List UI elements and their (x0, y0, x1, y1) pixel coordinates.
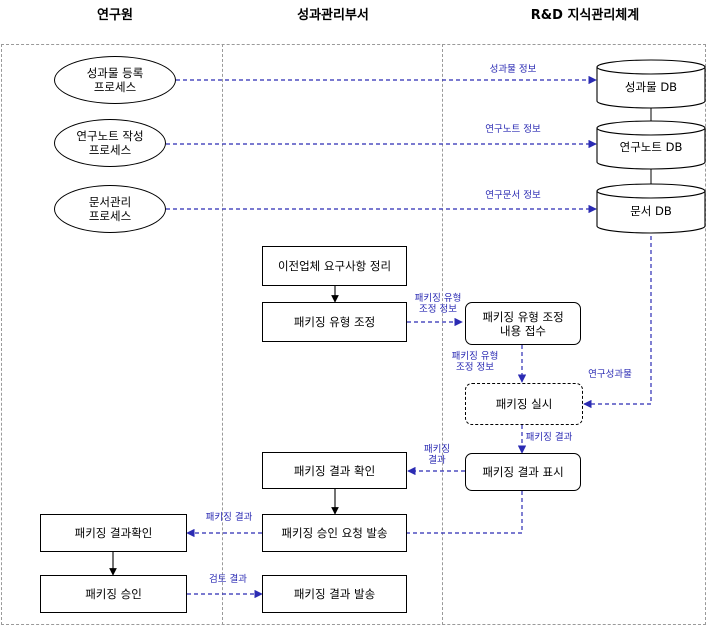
lane-header-performance-dept: 성과관리부서 (297, 8, 369, 23)
lane-header-researcher: 연구원 (97, 8, 133, 23)
edge-label-research-results: 연구성과물 (588, 369, 632, 380)
lane-divider-1 (222, 44, 223, 625)
edge-label-adjust-info-b: 패키징 유형 조정 정보 (451, 351, 499, 373)
docs-db-label: 문서 DB (630, 204, 672, 218)
edge-label-pkg-result-c: 패키징 결과 (205, 512, 253, 523)
packaging-adjust-receive-box[interactable]: 패키징 유형 조정 내용 접수 (465, 302, 581, 345)
packaging-result-check-box[interactable]: 패키징 결과확인 (40, 514, 187, 552)
edge-label-notes-info: 연구노트 정보 (485, 124, 541, 135)
edge-label-results-info: 성과물 정보 (489, 64, 537, 75)
edge-label-review-result: 검토 결과 (209, 574, 247, 585)
results-registration-process[interactable]: 성과물 등록 프로세스 (54, 56, 176, 104)
packaging-approval-box[interactable]: 패키징 승인 (40, 575, 187, 613)
lane-divider-2 (442, 44, 443, 625)
edge-research-results (583, 229, 652, 409)
packaging-result-confirm-box[interactable]: 패키징 결과 확인 (262, 452, 407, 489)
edge-to-display-return (407, 491, 523, 534)
packaging-run-box[interactable]: 패키징 실시 (465, 383, 583, 425)
db-results-cylinder (596, 59, 706, 109)
swimlane-frame (1, 44, 706, 625)
requirements-organize-box[interactable]: 이전업체 요구사항 정리 (262, 246, 407, 286)
db-notes-cylinder (596, 120, 706, 170)
notes-db-label: 연구노트 DB (619, 140, 683, 154)
edge-label-pkg-result-a: 패키징 결과 (525, 432, 573, 443)
db-docs-cylinder (596, 183, 706, 234)
lane-header-rd-system: R&D 지식관리체계 (530, 8, 640, 23)
packaging-result-display-box[interactable]: 패키징 결과 표시 (465, 453, 581, 491)
document-management-process[interactable]: 문서관리 프로세스 (54, 185, 166, 233)
packaging-approval-request-box[interactable]: 패키징 승인 요청 발송 (262, 514, 407, 552)
packaging-result-send-box[interactable]: 패키징 결과 발송 (262, 575, 407, 613)
results-db-label: 성과물 DB (624, 80, 678, 94)
packaging-type-adjust-box[interactable]: 패키징 유형 조정 (262, 302, 407, 342)
research-note-process[interactable]: 연구노트 작성 프로세스 (54, 119, 166, 167)
edge-label-pkg-result-b: 패키징 결과 (423, 444, 451, 466)
edge-label-docs-info: 연구문서 정보 (485, 190, 541, 201)
edge-label-adjust-info-a: 패키징 유형 조정 정보 (414, 293, 462, 315)
